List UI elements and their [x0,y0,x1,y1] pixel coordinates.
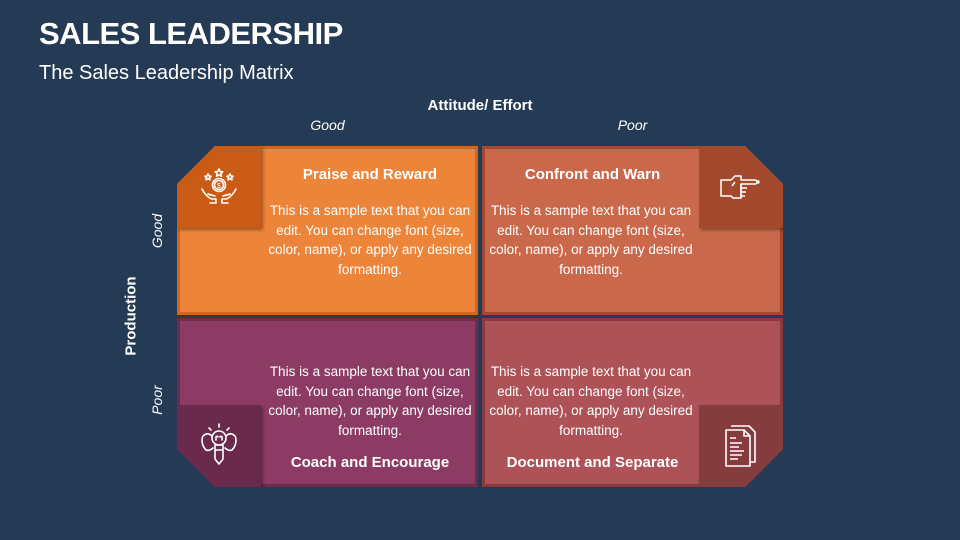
quadrant-title: Coach and Encourage [290,454,450,471]
documents-icon [699,405,783,487]
y-axis-good-label: Good [149,213,165,249]
quadrant-coach-and-encourage: This is a sample text that you can edit.… [177,318,478,487]
x-axis-good-label: Good [310,117,345,133]
y-axis-poor-label: Poor [149,385,165,415]
y-axis-title: Production [122,276,140,356]
lightbulb-muscle-icon [177,405,261,487]
quadrant-document-and-separate: This is a sample text that you can edit.… [482,318,783,487]
quadrant-praise-and-reward: $ Praise and Reward This is a sample tex… [177,146,478,315]
quadrant-title: Praise and Reward [302,166,438,183]
pointing-hand-icon [699,146,783,228]
quadrant-confront-and-warn: Confront and Warn This is a sample text … [482,146,783,315]
slide-title: SALES LEADERSHIP [39,16,343,51]
slide-subtitle: The Sales Leadership Matrix [39,62,294,84]
quadrant-body: This is a sample text that you can edit.… [489,203,693,277]
svg-text:$: $ [217,183,221,190]
x-axis-title: Attitude/ Effort [427,97,533,114]
hands-coin-stars-icon: $ [177,146,261,228]
x-axis-poor-label: Poor [617,117,648,133]
quadrant-title: Document and Separate [506,454,679,471]
quadrant-body: This is a sample text that you can edit.… [268,364,472,438]
quadrant-title: Confront and Warn [524,166,661,183]
quadrant-body: This is a sample text that you can edit.… [268,203,472,277]
quadrant-body: This is a sample text that you can edit.… [489,364,693,438]
